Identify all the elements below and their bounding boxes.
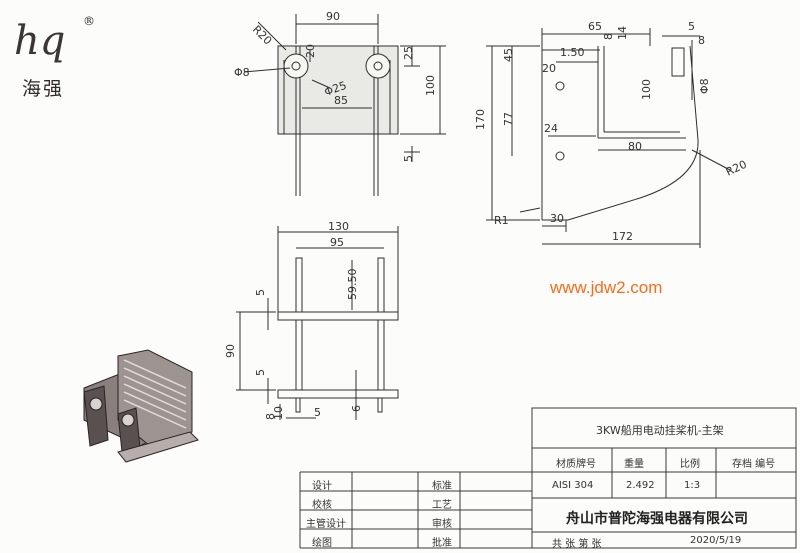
dim-130: 130 (328, 220, 349, 233)
dim-6: 6 (350, 405, 363, 412)
dim-20: 20 (304, 44, 317, 58)
dim-85: 85 (334, 94, 348, 107)
dim-59-50: 59.50 (346, 269, 359, 301)
dim-90: 90 (326, 10, 340, 23)
value-scale: 1:3 (684, 480, 701, 491)
row-label-design: 设计 (312, 481, 332, 492)
dim-r20-side: R20 (724, 158, 749, 179)
company-name: 舟山市普陀海强电器有限公司 (566, 511, 748, 527)
row-label-drafting: 绘图 (312, 538, 332, 549)
watermark-url: www.jdw2.com (550, 278, 663, 297)
dim-5c: 5 (314, 406, 321, 419)
logo-name: 海强 (22, 78, 65, 100)
value-material: AISI 304 (552, 480, 594, 491)
dim-1-50: 1.50 (560, 46, 585, 59)
logo-mark: hq (14, 18, 66, 64)
value-weight: 2.492 (626, 480, 655, 491)
dim-172: 172 (612, 230, 633, 243)
dim-8b: 8 (698, 34, 705, 47)
header-material: 材质牌号 (556, 459, 596, 470)
dim-80: 80 (628, 140, 642, 153)
dim-8: 8 (602, 33, 615, 40)
dim-5b: 5 (254, 369, 267, 376)
dim-25: 25 (402, 46, 415, 60)
drawing-title: 3KW船用电动挂桨机-主架 (596, 424, 724, 437)
bottom-view (236, 226, 399, 420)
sheet-count: 共 张 第 张 (552, 539, 602, 550)
dim-5-side: 5 (688, 20, 695, 33)
dim-r1: R1 (494, 214, 509, 227)
dim-14: 14 (616, 26, 629, 40)
dim-100-side: 100 (640, 79, 653, 100)
dim-24: 24 (544, 122, 558, 135)
header-scale: 比例 (680, 459, 700, 470)
dim-phi8: Φ8 (234, 66, 250, 79)
dim-65: 65 (588, 20, 602, 33)
drawing-date: 2020/5/19 (690, 535, 742, 546)
dim-95: 95 (330, 236, 344, 249)
dim-170: 170 (474, 109, 487, 130)
dim-100: 100 (424, 75, 437, 96)
row-label-process: 工艺 (432, 500, 452, 511)
header-weight: 重量 (624, 459, 644, 470)
dim-30: 30 (550, 212, 564, 225)
title-block-frame (299, 407, 797, 549)
dim-8-bottom: 8 (264, 413, 277, 420)
dim-5a: 5 (254, 289, 267, 296)
row-label-review: 审核 (432, 519, 452, 530)
dim-45: 45 (502, 48, 515, 62)
dim-20-side: 20 (542, 62, 556, 75)
side-view (486, 28, 731, 248)
header-drawing-no: 存档 编号 (732, 459, 776, 470)
dim-5: 5 (402, 155, 415, 162)
dim-10: 10 (272, 406, 285, 420)
dim-r20: R20 (250, 23, 274, 47)
isometric-sketch (83, 349, 199, 463)
dim-phi8-side: Φ8 (698, 78, 711, 94)
row-label-standard: 标准 (432, 481, 452, 492)
row-label-chief-design: 主管设计 (306, 519, 346, 530)
dim-90-bottom: 90 (224, 344, 237, 358)
row-label-approve: 批准 (432, 538, 452, 549)
front-view (243, 14, 446, 196)
registered-mark: ® (83, 14, 95, 28)
row-label-check: 校核 (312, 500, 332, 511)
dim-77: 77 (502, 112, 515, 126)
